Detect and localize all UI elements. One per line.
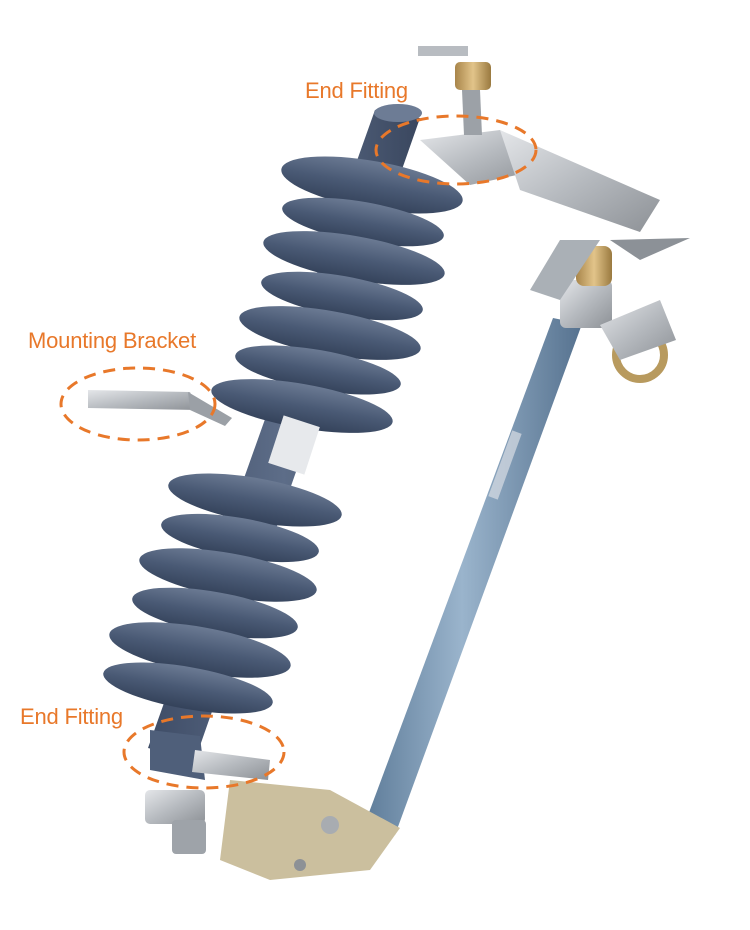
fuse-tube: [364, 318, 582, 835]
bottom-end-fitting: [145, 730, 400, 880]
nameplate: [268, 415, 320, 475]
callout-label-top: End Fitting: [305, 78, 408, 103]
callout-label-middle: Mounting Bracket: [28, 328, 196, 353]
insulator-sheds: [103, 156, 463, 714]
callout-label-bottom: End Fitting: [20, 704, 123, 729]
highlight-mounting-bracket: [59, 366, 217, 442]
highlight-top-end-fitting: [374, 114, 538, 186]
callout-highlights: [59, 114, 538, 790]
highlight-bottom-end-fitting: [122, 714, 286, 790]
upper-fuse-fitting: [530, 238, 690, 383]
mounting-bracket: [88, 390, 232, 426]
top-end-fitting: [418, 46, 660, 232]
